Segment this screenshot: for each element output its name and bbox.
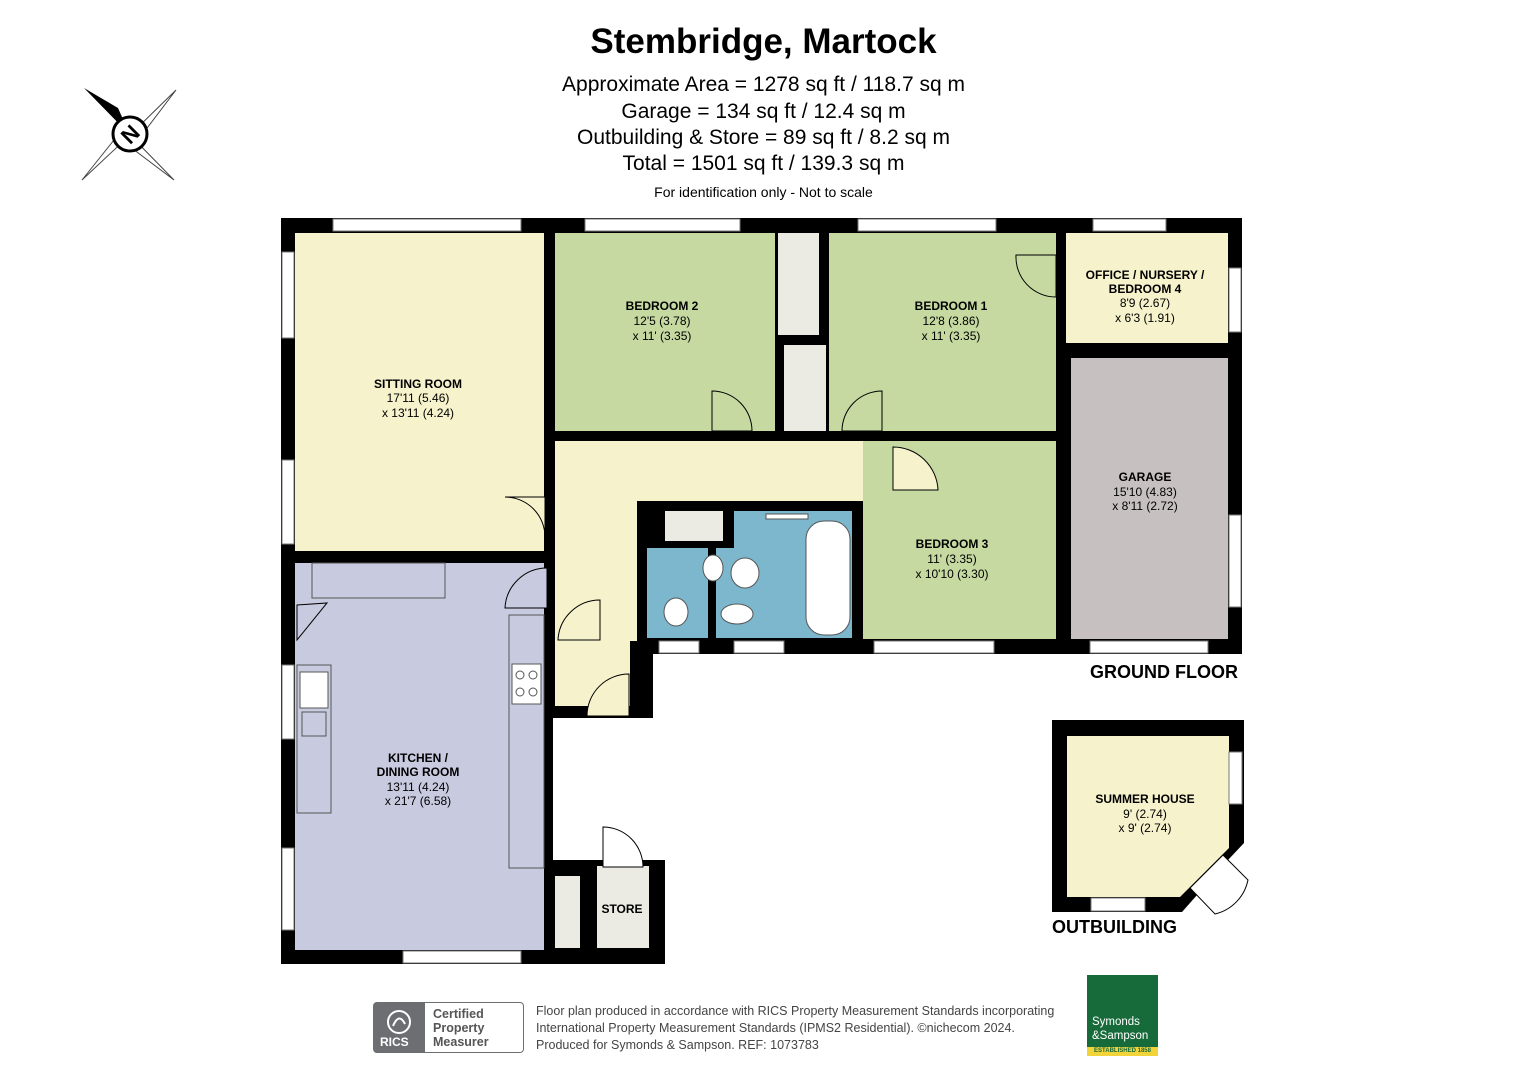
sitting-room-door [504, 496, 546, 538]
toilet-2-icon [720, 603, 754, 625]
sitting-room-dim1: 17'11 (5.46) [387, 391, 450, 405]
footer-line3: Produced for Symonds & Sampson. REF: 107… [536, 1038, 819, 1052]
hob-icon [511, 663, 542, 705]
rics-logo-icon: RICS [373, 1002, 425, 1053]
total-area: Total = 1501 sq ft / 139.3 sq m [622, 152, 905, 175]
bedroom-1-door [841, 390, 883, 432]
approximate-area: Approximate Area = 1278 sq ft / 118.7 sq… [562, 73, 965, 96]
bedroom-2-door [711, 390, 753, 432]
ground-floor-label: GROUND FLOOR [1090, 662, 1238, 682]
rics-cert-line2: Property [433, 1021, 485, 1035]
office-dim1: 8'9 (2.67) [1120, 296, 1170, 310]
kitchen-worktop-top [311, 562, 446, 599]
garage-area [1071, 358, 1228, 639]
footer-line2: International Property Measurement Stand… [536, 1021, 1015, 1035]
scale-note: For identification only - Not to scale [654, 184, 873, 200]
basin-icon [730, 557, 760, 589]
compass-icon: N [81, 88, 177, 181]
summer-house-door [1189, 854, 1249, 915]
sink-icon [299, 671, 329, 709]
bedroom-2-dim2: x 11' (3.35) [633, 329, 692, 343]
store-door [602, 826, 644, 868]
kitchen-dim1: 13'11 (4.24) [387, 780, 450, 794]
footer-disclaimer: Floor plan produced in accordance with R… [536, 1003, 1054, 1054]
kitchen-area [295, 563, 544, 950]
footer-line1: Floor plan produced in accordance with R… [536, 1004, 1055, 1018]
room-labels: SITTING ROOM 17'11 (5.46) x 13'11 (4.24)… [374, 268, 1205, 916]
toilet-icon [663, 597, 689, 627]
summer-house-label: SUMMER HOUSE [1095, 792, 1194, 806]
kitchen-label-1: KITCHEN / [388, 751, 449, 765]
sitting-room-area [295, 233, 544, 551]
drainer-icon [301, 711, 327, 737]
bedroom-1-dim2: x 11' (3.35) [922, 329, 981, 343]
agent-established: ESTABLISHED 1858 [1087, 1047, 1158, 1056]
office-label-1: OFFICE / NURSERY / [1086, 268, 1205, 282]
office-label-2: BEDROOM 4 [1109, 282, 1182, 296]
kitchen-worktop-right [508, 614, 545, 869]
bedroom-2-label: BEDROOM 2 [626, 299, 699, 313]
hall-door [557, 599, 601, 641]
outbuilding-label: OUTBUILDING [1052, 917, 1177, 937]
garage-dim1: 15'10 (4.83) [1113, 485, 1177, 499]
agent-name-line2: &Sampson [1092, 1030, 1149, 1042]
agent-logo: Symonds &Sampson ESTABLISHED 1858 [1087, 975, 1158, 1056]
office-door [1015, 254, 1057, 298]
summer-house-dim1: 9' (2.74) [1123, 807, 1167, 821]
bedroom-3-dim1: 11' (3.35) [927, 552, 976, 566]
bedroom-1-label: BEDROOM 1 [915, 299, 988, 313]
bedroom-1-dim1: 12'8 (3.86) [923, 314, 980, 328]
bedroom-3-label: BEDROOM 3 [916, 537, 989, 551]
radiator-icon [765, 513, 809, 520]
bath-icon [805, 520, 851, 636]
rics-certified-badge: RICS Certified Property Measurer [373, 1002, 525, 1053]
sitting-room-dim2: x 13'11 (4.24) [382, 406, 454, 420]
cupboard-area [665, 511, 723, 541]
utility-cupboard [555, 876, 580, 948]
kitchen-label-2: DINING ROOM [377, 765, 460, 779]
kitchen-door [504, 567, 548, 609]
agent-name-line1: Symonds [1092, 1016, 1140, 1028]
front-door [586, 673, 630, 717]
rics-cert-line3: Measurer [433, 1035, 489, 1049]
fixtures [296, 513, 851, 869]
summer-house-dim2: x 9' (2.74) [1119, 821, 1172, 835]
rics-cert-line1: Certified [433, 1007, 484, 1021]
bedroom-2-area [555, 233, 775, 431]
room-fills [295, 233, 1228, 950]
bedroom-3-door [892, 446, 939, 491]
office-dim2: x 6'3 (1.91) [1115, 311, 1175, 325]
store-label: STORE [601, 902, 642, 916]
office-area [1066, 233, 1228, 343]
page-title: Stembridge, Martock [590, 22, 937, 61]
garage-area: Garage = 134 sq ft / 12.4 sq m [621, 100, 906, 123]
garage-label: GARAGE [1119, 470, 1172, 484]
garage-dim2: x 8'11 (2.72) [1112, 499, 1177, 513]
store-area [597, 866, 649, 948]
doors [296, 254, 1057, 868]
sitting-room-label: SITTING ROOM [374, 377, 462, 391]
bedroom-3-dim2: x 10'10 (3.30) [915, 567, 988, 581]
wardrobe-bedroom-2 [778, 233, 819, 335]
bedroom-2-dim1: 12'5 (3.78) [634, 314, 691, 328]
kitchen-dim2: x 21'7 (6.58) [385, 794, 451, 808]
kitchen-side-door [296, 602, 329, 642]
wc-basin-icon [702, 554, 724, 582]
outbuilding-area: Outbuilding & Store = 89 sq ft / 8.2 sq … [577, 126, 950, 149]
outbuilding: SUMMER HOUSE 9' (2.74) x 9' (2.74) [1052, 720, 1249, 915]
windows [281, 218, 1242, 964]
wardrobe-bedroom-1 [784, 345, 826, 431]
